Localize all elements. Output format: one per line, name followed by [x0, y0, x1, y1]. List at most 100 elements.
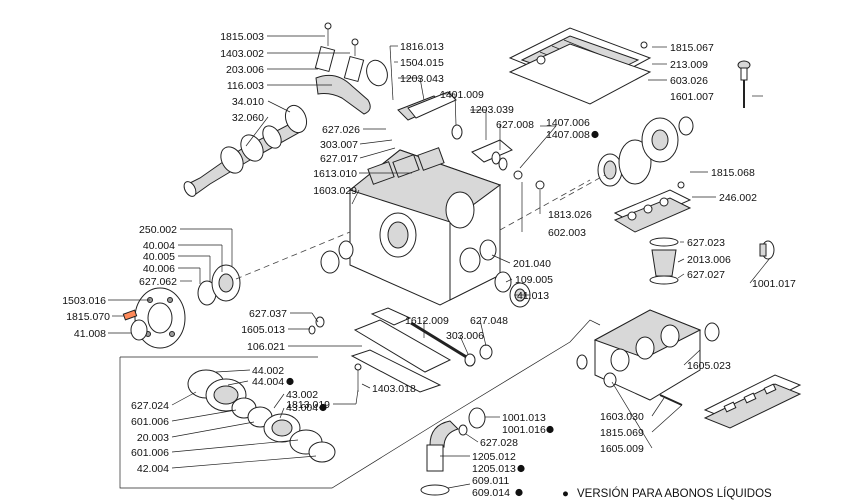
screw-part	[535, 180, 545, 190]
label-627-037: 627.037	[249, 308, 287, 320]
label-1605-009: 1605.009	[600, 443, 644, 455]
label-1813-026: 1813.026	[548, 209, 592, 221]
label-1205-012: 1205.012	[472, 451, 516, 463]
label-1816-013: 1816.013	[400, 41, 444, 53]
label-1815-003: 1815.003	[220, 31, 264, 43]
label-627-028: 627.028	[480, 437, 518, 449]
leader-lines	[108, 35, 771, 489]
valve-part	[649, 237, 679, 285]
bullet-43-004	[319, 403, 327, 412]
label-627-024: 627.024	[131, 400, 169, 412]
label-1001-017: 1001.017	[752, 278, 796, 290]
label-601-006-b: 601.006	[131, 447, 169, 459]
label-42-004: 42.004	[137, 463, 169, 475]
label-627-027: 627.027	[687, 269, 725, 281]
label-1403-018: 1403.018	[372, 383, 416, 395]
label-41-008: 41.008	[74, 328, 106, 340]
label-1605-013: 1605.013	[241, 324, 285, 336]
label-1001-013: 1001.013	[502, 412, 546, 424]
label-44-004: 44.004	[252, 376, 284, 388]
label-303-007: 303.007	[320, 139, 358, 151]
label-627-023: 627.023	[687, 237, 725, 249]
alignment-line	[235, 231, 351, 280]
oring-part	[366, 59, 388, 87]
footnote-text: VERSIÓN PARA ABONOS LÍQUIDOS	[577, 487, 772, 500]
bushing-part	[494, 271, 531, 308]
bullet-1001-016	[546, 425, 554, 434]
seal-ring-part	[284, 104, 308, 134]
label-1815-069: 1815.069	[600, 427, 644, 439]
label-250-002: 250.002	[139, 224, 177, 236]
label-106-021: 106.021	[247, 341, 285, 353]
label-40-004: 40.004	[143, 240, 175, 252]
label-43-004: 43.004	[286, 402, 318, 414]
label-43-002: 43.002	[286, 389, 318, 401]
label-44-002: 44.002	[252, 365, 284, 377]
cover-part	[508, 27, 652, 105]
flange-part	[122, 264, 241, 349]
bullet-1407-008	[591, 130, 599, 139]
plug-part	[513, 170, 523, 180]
label-601-006-a: 601.006	[131, 416, 169, 428]
label-1815-070: 1815.070	[66, 311, 110, 323]
label-246-002: 246.002	[719, 192, 757, 204]
bullet-44-004	[286, 377, 294, 386]
label-40-005: 40.005	[143, 251, 175, 263]
label-627-017: 627.017	[320, 153, 358, 165]
footnote-bullet: ●	[562, 488, 569, 500]
label-1407-006: 1407.006	[546, 117, 590, 129]
label-213-009: 213.009	[670, 59, 708, 71]
bearing-part	[597, 116, 694, 187]
label-1613-010: 1613.010	[313, 168, 357, 180]
label-609-011: 609.011	[472, 475, 509, 487]
connecting-rod-part	[314, 22, 371, 115]
label-1603-030: 1603.030	[600, 411, 644, 423]
label-1815-067: 1815.067	[670, 42, 714, 54]
label-2013-006: 2013.006	[687, 254, 731, 266]
footnote: ● VERSIÓN PARA ABONOS LÍQUIDOS	[562, 487, 772, 500]
label-609-014: 609.014	[472, 487, 510, 499]
inset-frame	[119, 319, 601, 489]
label-627-026: 627.026	[322, 124, 360, 136]
bullet-1205-013	[517, 464, 525, 473]
gasket-part	[703, 374, 802, 429]
label-1605-023: 1605.023	[687, 360, 731, 372]
part-labels: 1815.003 1403.002 203.006 116.003 34.010…	[62, 31, 796, 499]
label-34-010: 34.010	[232, 96, 264, 108]
label-116-003: 116.003	[227, 80, 264, 92]
label-1401-009: 1401.009	[440, 89, 484, 101]
pump-head-part	[576, 309, 720, 406]
label-602-003: 602.003	[548, 227, 586, 239]
label-1504-015: 1504.015	[400, 57, 444, 69]
dipstick-part	[737, 60, 751, 108]
label-32-060: 32.060	[232, 112, 264, 124]
parts-drawing	[119, 22, 802, 496]
crankcase-part	[320, 147, 502, 306]
label-627-008: 627.008	[496, 119, 534, 131]
label-1407-008: 1407.008	[546, 129, 590, 141]
label-20-003: 20.003	[137, 432, 169, 444]
label-1813-019: 1813.019	[286, 399, 330, 411]
label-627-062: 627.062	[139, 276, 177, 288]
plug-1001017-part	[759, 240, 775, 260]
label-1503-016: 1503.016	[62, 295, 106, 307]
label-1203-043: 1203.043	[400, 73, 444, 85]
valve-plate-part	[613, 181, 692, 233]
label-303-006: 303.006	[446, 330, 484, 342]
label-1603-029: 1603.029	[313, 185, 357, 197]
label-1205-013: 1205.013	[472, 463, 516, 475]
alignment-line	[499, 179, 591, 231]
bullet-609-014	[515, 488, 523, 497]
bar-part	[308, 307, 493, 393]
label-603-026: 603.026	[670, 75, 708, 87]
label-1601-007: 1601.007	[670, 91, 714, 103]
label-40-006: 40.006	[143, 263, 175, 275]
label-1203-039: 1203.039	[470, 104, 514, 116]
label-41-013: 41.013	[517, 290, 549, 302]
crankshaft-part	[183, 123, 301, 197]
label-203-006: 203.006	[226, 64, 264, 76]
alignment-line	[559, 174, 606, 201]
label-1403-002: 1403.002	[220, 48, 264, 60]
